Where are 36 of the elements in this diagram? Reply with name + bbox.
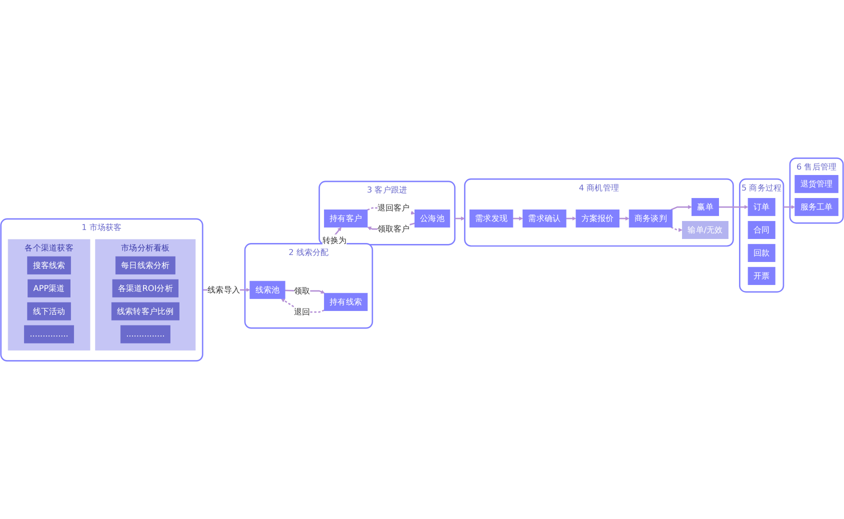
node-box: 公海池 (414, 210, 450, 228)
node-box: 持有线索 (324, 292, 368, 311)
node-box: 赢单 (692, 198, 719, 216)
node-box: 合同 (748, 221, 776, 239)
node-box: 需求发现 (469, 210, 514, 228)
edge-label: 线索导入 (208, 285, 240, 295)
node-box: 线下活动 (27, 302, 71, 320)
node-box: 方案报价 (576, 210, 620, 228)
edge-label: 退回 (294, 307, 310, 317)
node-box: ............... (120, 325, 170, 344)
arrow (783, 205, 796, 209)
node-box: 订单 (748, 198, 776, 216)
node-box: 每日线索分析 (115, 256, 176, 274)
node-box: 商务谈判 (628, 210, 673, 228)
edge-label: 领取 (294, 286, 310, 296)
node-box: 回款 (748, 244, 776, 262)
edge-label: 领取客户 (377, 224, 410, 234)
arrow (718, 205, 748, 209)
edge-label: 退回客户 (377, 203, 410, 213)
node-box: 各渠道ROI分析 (112, 279, 178, 298)
node-box: 线索池 (250, 280, 286, 299)
node-box: 开票 (748, 266, 776, 285)
node-box: ............... (24, 325, 74, 344)
node-box: 退货管理 (794, 175, 838, 194)
arrow (670, 226, 682, 232)
arrow (670, 205, 692, 210)
node-box: 线索转客户比例 (111, 302, 180, 320)
arrow (566, 216, 576, 220)
node-box: 服务工单 (794, 198, 838, 216)
node-box: 输单/无效 (682, 221, 728, 239)
arrow (512, 216, 524, 220)
edge-label: 转换为 (322, 236, 347, 246)
node-box: APP渠道 (28, 279, 70, 298)
node-box: 需求确认 (522, 210, 566, 228)
node-box: 搜客线索 (27, 256, 71, 274)
node-box: 持有客户 (324, 210, 368, 228)
